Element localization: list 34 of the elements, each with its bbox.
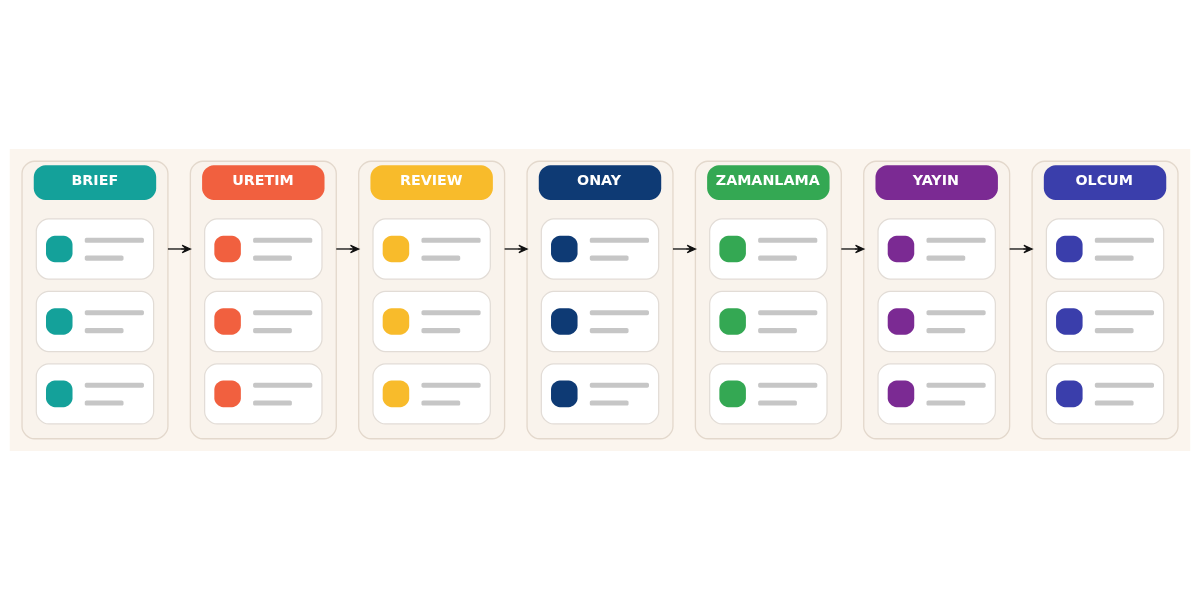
node-box	[1045, 290, 1165, 353]
arrow	[672, 244, 697, 254]
cluster: ONAY	[526, 160, 674, 440]
node-box	[877, 363, 996, 425]
node-box	[372, 218, 491, 280]
node-box	[1045, 218, 1165, 280]
cluster: URETIM	[189, 160, 337, 440]
node-box	[540, 218, 660, 280]
cluster: ZAMANLAMA	[694, 160, 842, 440]
node-box	[372, 290, 491, 353]
cluster: OLCUM	[1031, 160, 1179, 440]
node-box	[540, 290, 660, 353]
node-box	[372, 363, 491, 425]
arrow	[840, 244, 865, 254]
node-box	[35, 218, 155, 280]
arrow	[1008, 244, 1033, 254]
arrow	[335, 244, 360, 254]
node-box	[877, 218, 996, 280]
node-box	[540, 363, 660, 425]
arrow	[503, 244, 528, 254]
node-box	[709, 218, 828, 280]
node-box	[204, 218, 323, 280]
node-box	[877, 290, 996, 353]
node-box	[204, 363, 323, 425]
node-box	[1045, 363, 1165, 425]
cluster: REVIEW	[358, 160, 506, 440]
node-box	[35, 290, 155, 353]
node-box	[204, 290, 323, 353]
cluster: BRIEF	[21, 160, 169, 440]
node-box	[709, 363, 828, 425]
node-box	[709, 290, 828, 353]
cluster: YAYIN	[863, 160, 1011, 440]
node-box	[35, 363, 155, 425]
arrow	[167, 244, 192, 254]
